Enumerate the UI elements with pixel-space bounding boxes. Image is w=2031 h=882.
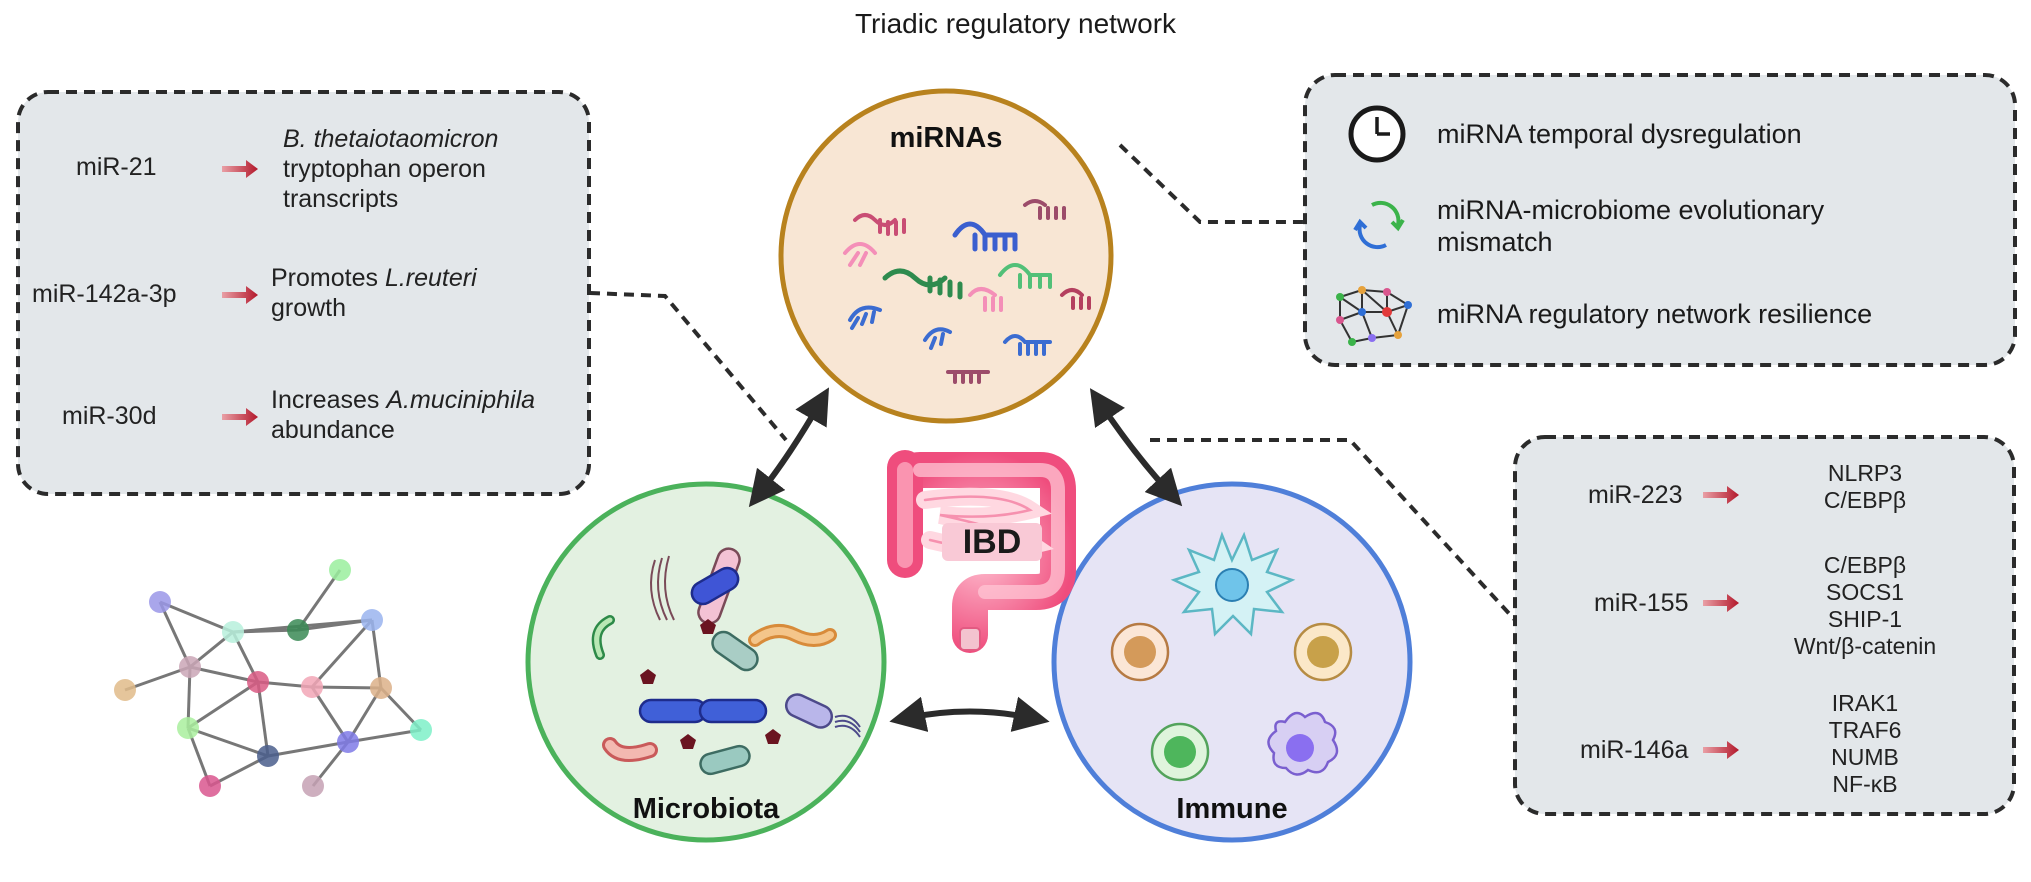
mini-arrows-right bbox=[1703, 486, 1739, 759]
arrow-mirna-immune bbox=[1089, 388, 1183, 507]
mirnas-circle bbox=[778, 88, 1114, 424]
left-row-2-mirna: miR-142a-3p bbox=[32, 280, 177, 308]
network-mesh-icon bbox=[1336, 286, 1412, 346]
immune-label: Immune bbox=[1176, 793, 1288, 825]
microbes bbox=[591, 547, 861, 776]
bottom-right-panel-box bbox=[1513, 435, 2016, 816]
ibd-label: IBD bbox=[942, 523, 1042, 561]
left-row-1-mirna: miR-21 bbox=[76, 153, 157, 181]
cycle-arrows-icon bbox=[1353, 200, 1405, 250]
connector-top-right bbox=[1118, 143, 1305, 224]
immune-cells bbox=[1110, 531, 1353, 782]
mirnas-label: miRNAs bbox=[889, 122, 1003, 154]
mini-arrows-left bbox=[222, 160, 258, 426]
diagram-title: Triadic regulatory network bbox=[854, 8, 1177, 39]
top-right-panel-box bbox=[1303, 73, 2017, 367]
feature-network-resilience: miRNA regulatory network resilience bbox=[1437, 299, 1873, 329]
left-panel-box bbox=[16, 90, 591, 496]
right-row-1-mirna: miR-223 bbox=[1588, 481, 1683, 509]
network-decoration bbox=[114, 559, 432, 797]
right-row-3-mirna: miR-146a bbox=[1580, 736, 1689, 764]
left-row-3-mirna: miR-30d bbox=[62, 402, 157, 430]
connector-bottom-right bbox=[1150, 438, 1517, 622]
microbiota-label: Microbiota bbox=[632, 793, 780, 825]
right-row-2-mirna: miR-155 bbox=[1594, 589, 1689, 617]
arrow-microbiota-immune bbox=[889, 696, 1050, 732]
mirna-strands bbox=[843, 199, 1091, 384]
arrow-mirna-microbiota bbox=[748, 387, 829, 508]
immune-circle bbox=[1051, 481, 1413, 843]
clock-icon bbox=[1348, 105, 1406, 163]
microbiota-circle bbox=[525, 481, 887, 843]
connector-left bbox=[589, 291, 788, 442]
feature-temporal-dysregulation: miRNA temporal dysregulation bbox=[1437, 119, 1802, 149]
